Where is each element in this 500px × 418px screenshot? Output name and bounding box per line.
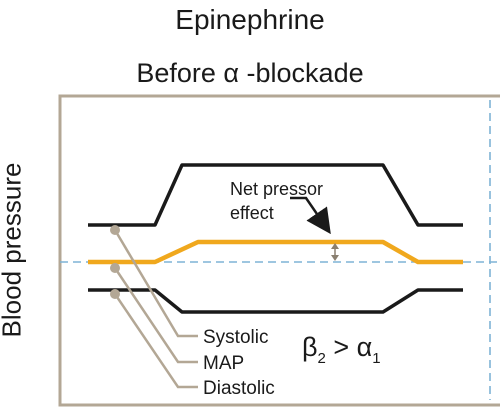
legend-map: MAP (203, 353, 244, 374)
map-line (88, 239, 463, 265)
diastolic-marker (110, 289, 120, 299)
alpha-subscript: 1 (372, 350, 380, 367)
legend-leaders (110, 225, 198, 389)
map-marker (110, 263, 120, 273)
annotation-line-2: effect (230, 203, 274, 223)
plot-frame (58, 94, 500, 407)
systolic-line (88, 163, 463, 227)
net-effect-indicator (331, 243, 339, 261)
receptor-relation: β2 > α1 (302, 332, 381, 367)
beta-symbol: β (302, 332, 318, 362)
relation-operator: > (326, 332, 357, 362)
beta-subscript: 2 (318, 350, 326, 367)
subtitle: Before α -blockade (136, 58, 364, 88)
diastolic-line (88, 288, 463, 314)
legend-systolic: Systolic (203, 327, 268, 348)
systolic-marker (110, 225, 120, 235)
annotation-line-1: Net pressor (230, 179, 323, 199)
title: Epinephrine (175, 4, 325, 35)
legend-diastolic: Diastolic (203, 378, 275, 399)
alpha-symbol: α (357, 332, 373, 362)
annotation-arrow (290, 196, 331, 235)
